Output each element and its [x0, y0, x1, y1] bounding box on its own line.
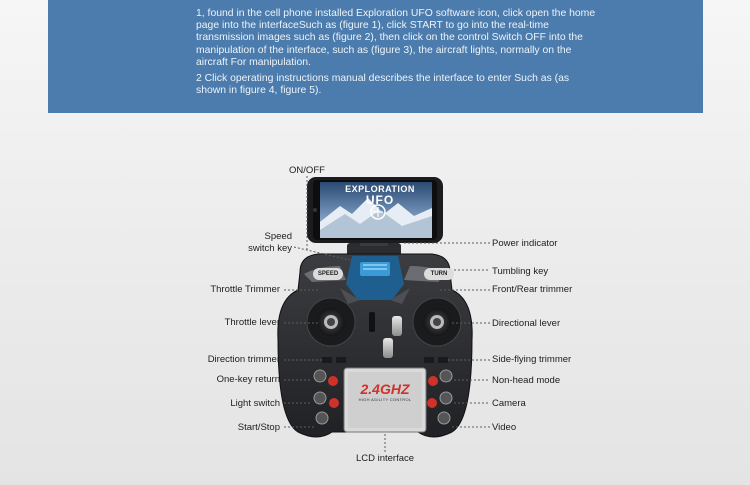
- phone-title-line-1: EXPLORATION: [345, 184, 415, 194]
- label-light-switch: Light switch: [230, 398, 280, 409]
- label-speed-switch-key: Speed switch key: [230, 231, 292, 255]
- controller-body: [277, 253, 473, 438]
- label-one-key-return: One-key return: [216, 374, 280, 385]
- label-tumbling-key: Tumbling key: [492, 266, 549, 277]
- speed-button[interactable]: SPEED: [313, 268, 343, 280]
- label-speed-line-2: switch key: [248, 243, 292, 254]
- label-throttle-trimmer: Throttle Trimmer: [210, 284, 280, 295]
- lcd-tagline: HIGH AGILITY CONTROL: [358, 397, 412, 402]
- instruction-paragraph-1: 1, found in the cell phone installed Exp…: [196, 8, 596, 68]
- instruction-banner: [48, 0, 703, 113]
- label-directional-lever: Directional lever: [492, 318, 561, 329]
- label-on-off: ON/OFF: [289, 165, 325, 176]
- label-video: Video: [492, 422, 517, 433]
- label-lcd-interface: LCD interface: [355, 453, 415, 464]
- label-throttle-lever: Throttle lever: [224, 317, 280, 328]
- label-speed-line-1: Speed: [264, 231, 292, 242]
- lcd-frequency: 2.4GHZ: [360, 381, 410, 397]
- lcd-display: 2.4GHZ HIGH AGILITY CONTROL: [350, 382, 420, 403]
- label-non-head-mode: Non-head mode: [492, 375, 561, 386]
- turn-button-label: TURN: [430, 271, 448, 277]
- speed-button-label: SPEED: [317, 271, 339, 277]
- label-side-flying-trimmer: Side-flying trimmer: [492, 354, 572, 365]
- label-direction-trimmer: Direction trimmer: [207, 354, 280, 365]
- label-front-rear-trimmer: Front/Rear trimmer: [492, 284, 573, 295]
- turn-button[interactable]: TURN: [424, 268, 454, 280]
- phone-screen-title: EXPLORATION UFO: [330, 184, 430, 206]
- label-camera: Camera: [492, 398, 526, 409]
- phone-title-line-2: UFO: [365, 193, 395, 207]
- leader-lines: [284, 176, 490, 452]
- smartphone: [307, 177, 443, 243]
- instruction-text: 1, found in the cell phone installed Exp…: [196, 8, 596, 101]
- label-start-stop: Start/Stop: [237, 422, 280, 433]
- label-power-indicator: Power indicator: [492, 238, 558, 249]
- instruction-paragraph-2: 2 Click operating instructions manual de…: [196, 73, 570, 97]
